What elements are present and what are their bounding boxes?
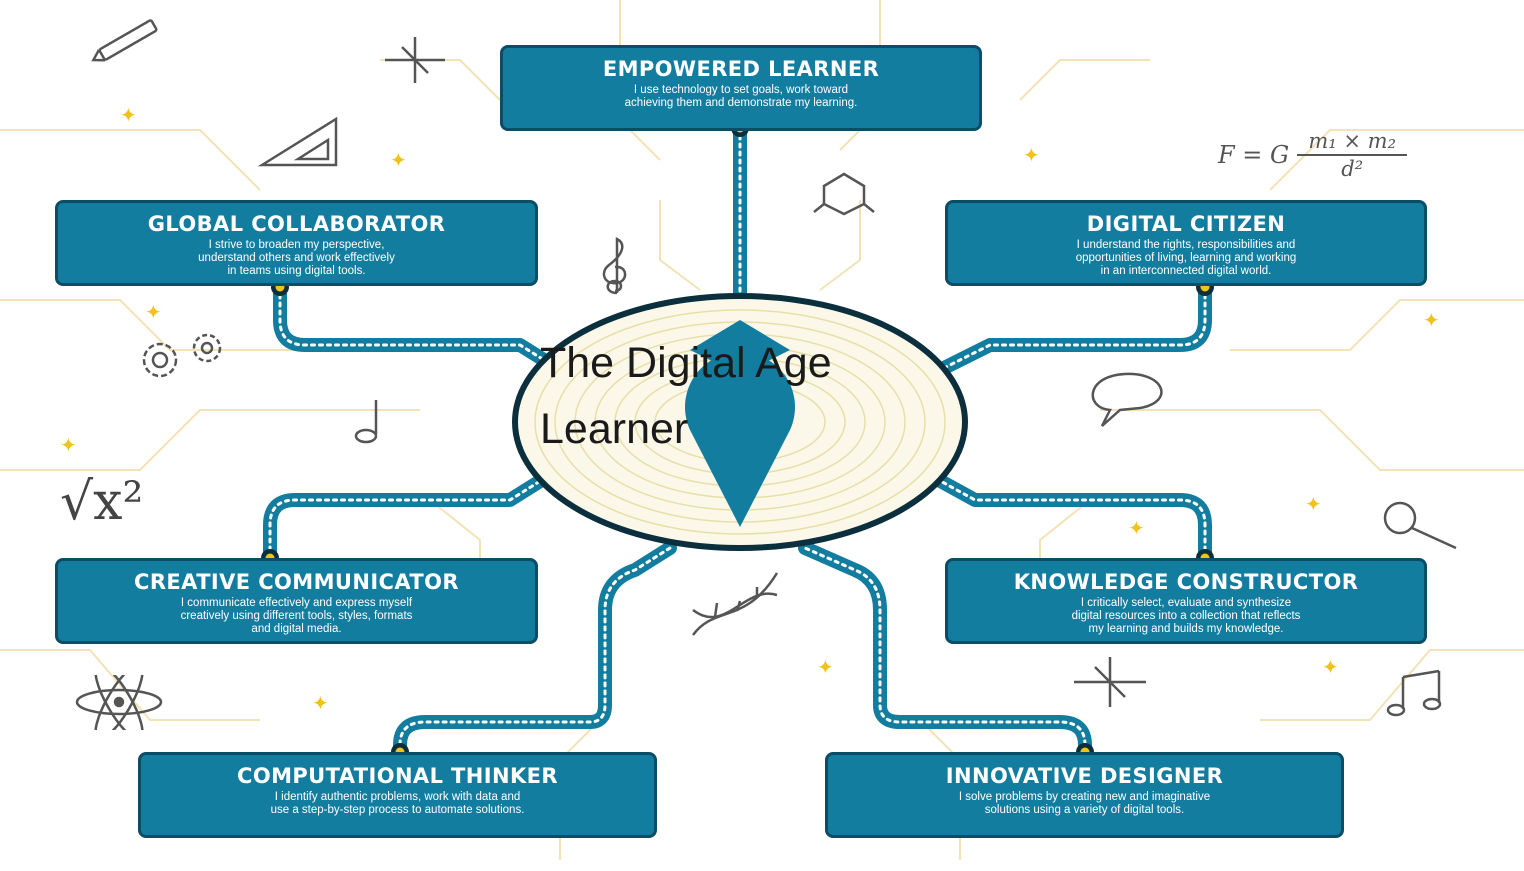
dna-icon (691, 572, 779, 636)
desc-line: digital resources into a collection that… (1071, 610, 1301, 622)
node-title: GLOBAL COLLABORATOR (147, 212, 446, 236)
node-description: I solve problems by creating new and ima… (850, 791, 1319, 817)
center-title: The Digital Age Learner (540, 330, 920, 462)
node-title: INNOVATIVE DESIGNER (945, 764, 1224, 788)
sparkle-icon: ✦ (1423, 308, 1440, 332)
atom-icon (75, 675, 163, 730)
location-pin-icon (685, 352, 795, 527)
sparkle-icon (385, 37, 445, 83)
sparkle-icon: ✦ (145, 300, 162, 324)
desc-line: solutions using a variety of digital too… (984, 804, 1185, 816)
sqrt-formula: √x² (60, 472, 144, 532)
node-title: CREATIVE COMMUNICATOR (134, 570, 459, 594)
formula-fraction: m₁ × m₂ d² (1297, 128, 1408, 182)
formula-numerator: m₁ × m₂ (1308, 129, 1396, 153)
desc-line: achieving them and demonstrate my learni… (624, 97, 858, 109)
node-creative-communicator: CREATIVE COMMUNICATOR I communicate effe… (55, 558, 538, 644)
sparkle-icon: ✦ (120, 103, 137, 127)
beamed-notes-icon (1386, 669, 1442, 717)
node-knowledge-constructor: KNOWLEDGE CONSTRUCTOR I critically selec… (945, 558, 1427, 644)
node-empowered-learner: EMPOWERED LEARNER I use technology to se… (500, 45, 982, 131)
sparkle-icon: ✦ (1128, 516, 1145, 540)
desc-line: my learning and builds my knowledge. (1088, 623, 1284, 635)
sparkle-icon: ✦ (1305, 492, 1322, 516)
sparkle-icon (1074, 657, 1146, 707)
sparkle-icon: ✦ (312, 691, 329, 715)
desc-line: and digital media. (251, 623, 342, 635)
magnifier-icon (1383, 501, 1457, 550)
sparkle-icon: ✦ (1023, 143, 1040, 167)
connector-tracks (263, 121, 1212, 759)
center-title-line1: The Digital Age (540, 339, 832, 387)
diamond-marker (690, 320, 790, 375)
node-description: I identify authentic problems, work with… (163, 791, 632, 817)
node-description: I communicate effectively and express my… (80, 597, 513, 636)
sparkle-icon: ✦ (817, 655, 834, 679)
node-description: I critically select, evaluate and synthe… (970, 597, 1402, 636)
node-title: KNOWLEDGE CONSTRUCTOR (1013, 570, 1359, 594)
desc-line: in an interconnected digital world. (1100, 265, 1272, 277)
desc-line: I use technology to set goals, work towa… (633, 84, 849, 96)
desc-line: opportunities of living, learning and wo… (1075, 252, 1297, 264)
desc-line: I critically select, evaluate and synthe… (1080, 597, 1292, 609)
desc-line: understand others and work effectively (198, 252, 395, 264)
center-title-line2: Learner (540, 405, 689, 453)
treble-clef-icon (602, 236, 627, 295)
desc-line: I solve problems by creating new and ima… (958, 791, 1211, 803)
node-innovative-designer: INNOVATIVE DESIGNER I solve problems by … (825, 752, 1344, 838)
desc-line: use a step-by-step process to automate s… (270, 804, 525, 816)
sparkle-icon: ✦ (1322, 655, 1339, 679)
sparkle-icon: ✦ (390, 148, 407, 172)
pencil-icon (91, 19, 158, 62)
node-title: EMPOWERED LEARNER (602, 57, 880, 81)
node-digital-citizen: DIGITAL CITIZEN I understand the rights,… (945, 200, 1427, 286)
desc-line: in teams using digital tools. (227, 265, 366, 277)
desc-line: I communicate effectively and express my… (180, 597, 413, 609)
sparkle-icon: ✦ (60, 433, 77, 457)
fraction-bar (1297, 154, 1408, 156)
node-title: COMPUTATIONAL THINKER (237, 764, 558, 788)
gravity-formula: F = G m₁ × m₂ d² (1218, 128, 1408, 182)
formula-denominator: d² (1341, 157, 1364, 181)
speech-bubble-icon (1091, 372, 1163, 427)
molecule-icon (813, 172, 875, 216)
center-hub (512, 293, 968, 551)
node-description: I strive to broaden my perspective, unde… (80, 239, 513, 278)
node-computational-thinker: COMPUTATIONAL THINKER I identify authent… (138, 752, 657, 838)
set-square-icon (258, 116, 338, 167)
node-title: DIGITAL CITIZEN (1086, 212, 1286, 236)
node-description: I understand the rights, responsibilitie… (970, 239, 1402, 278)
music-note-icon (354, 400, 378, 444)
node-description: I use technology to set goals, work towa… (525, 84, 957, 110)
desc-line: I strive to broaden my perspective, (208, 239, 385, 251)
desc-line: I understand the rights, responsibilitie… (1076, 239, 1296, 251)
desc-line: I identify authentic problems, work with… (274, 791, 521, 803)
node-global-collaborator: GLOBAL COLLABORATOR I strive to broaden … (55, 200, 538, 286)
desc-line: creatively using different tools, styles… (180, 610, 413, 622)
formula-lhs: F = G (1218, 141, 1290, 169)
gears-icon (142, 333, 222, 378)
